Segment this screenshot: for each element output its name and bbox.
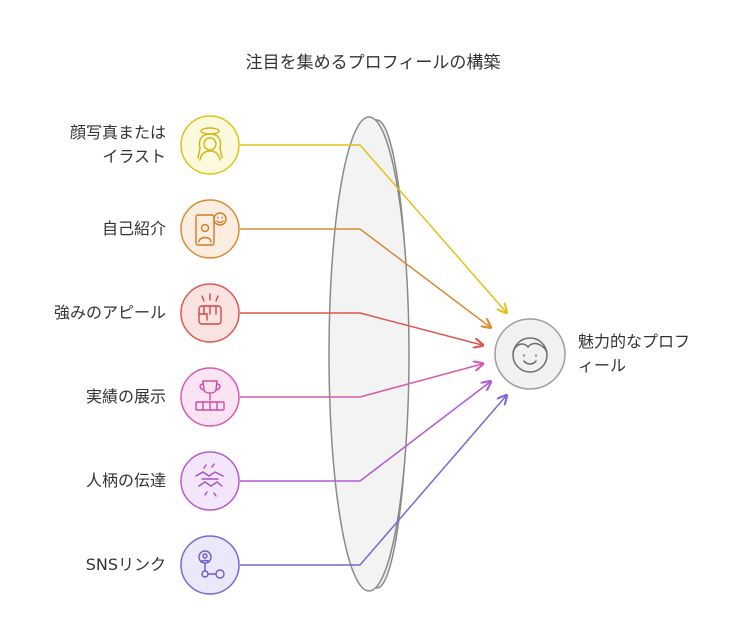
input-label-self-intro: 自己紹介 bbox=[101, 219, 166, 238]
fist-icon bbox=[180, 283, 240, 343]
connector-line-strengths bbox=[240, 312, 482, 345]
input-label-personality: 人柄の伝達 bbox=[85, 471, 166, 490]
diagram-title: 注目を集めるプロフィールの構築 bbox=[245, 53, 501, 73]
connector-line-portrait bbox=[240, 144, 506, 312]
portrait-icon bbox=[180, 115, 240, 175]
connector-lines bbox=[240, 144, 506, 566]
trophy-icon bbox=[180, 367, 240, 427]
input-label-sns: SNSリンク bbox=[85, 555, 166, 574]
connector-line-personality bbox=[240, 382, 490, 482]
connector-line-self-intro bbox=[240, 228, 490, 327]
connector-line-achievements bbox=[240, 364, 482, 398]
smiling-face-icon bbox=[494, 318, 566, 390]
lens-shape bbox=[328, 116, 410, 592]
connector-line-sns bbox=[240, 396, 506, 566]
input-label-portrait: 顔写真または イラスト bbox=[69, 123, 166, 166]
input-label-achievements: 実績の展示 bbox=[85, 387, 166, 406]
network-icon bbox=[180, 535, 240, 595]
handshake-icon bbox=[180, 451, 240, 511]
input-label-strengths: 強みのアピール bbox=[53, 303, 166, 322]
output-label: 魅力的なプロフ ィール bbox=[578, 332, 691, 375]
self-intro-icon bbox=[180, 199, 240, 259]
